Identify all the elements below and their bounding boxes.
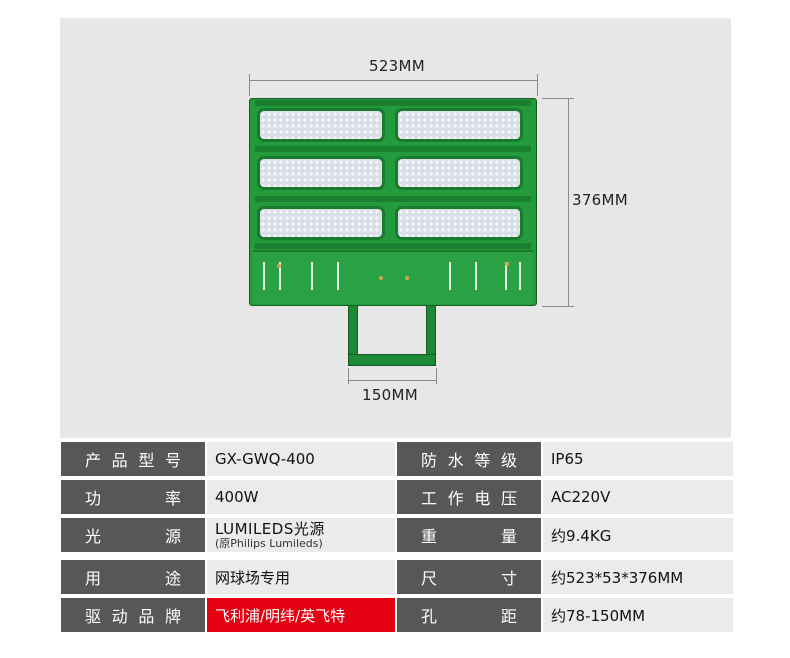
height-dimension-tick-bottom [542, 306, 574, 307]
label-char: 用 [85, 569, 102, 588]
label-char: 级 [500, 451, 517, 470]
spec-value: GX-GWQ-400 [207, 442, 395, 476]
spec-label: 功 率 [61, 480, 205, 514]
spec-value: LUMILEDS光源 (原Philips Lumileds) [207, 518, 395, 552]
bracket-dimension-line [348, 380, 436, 381]
label-char: 电 [474, 489, 491, 508]
led-module [257, 108, 385, 142]
label-char: 率 [164, 489, 181, 508]
led-module [395, 156, 523, 190]
screw [379, 276, 383, 280]
spec-label: 尺 寸 [397, 560, 541, 594]
light-source-value: LUMILEDS光源 [215, 519, 325, 538]
label-char: 孔 [421, 607, 438, 626]
label-char: 牌 [164, 607, 181, 626]
label-char: 水 [447, 451, 464, 470]
spec-row: 光 源 LUMILEDS光源 (原Philips Lumileds) 重 量 约… [61, 518, 733, 552]
label-char: 型 [138, 451, 155, 470]
vent-slot [279, 262, 281, 290]
height-dimension-tick-top [542, 98, 574, 99]
label-char: 途 [164, 569, 181, 588]
label-char: 等 [474, 451, 491, 470]
led-module [257, 156, 385, 190]
spec-value: 约78-150MM [543, 598, 733, 632]
led-module [257, 206, 385, 240]
label-char: 压 [500, 489, 517, 508]
spec-label: 用 途 [61, 560, 205, 594]
vent-slot [449, 262, 451, 290]
spec-row: 功 率 400W 工 作 电 压 AC220V [61, 480, 733, 514]
width-dimension-tick-left [249, 74, 250, 96]
led-module [395, 108, 523, 142]
label-char: 产 [85, 451, 102, 470]
fixture-bar [255, 196, 531, 202]
label-char: 品 [138, 607, 155, 626]
vent-slot [337, 262, 339, 290]
label-char: 距 [500, 607, 517, 626]
label-char: 防 [421, 451, 438, 470]
fixture-bar [255, 100, 531, 106]
driver-brand-value: 飞利浦/明纬/英飞特 [207, 598, 395, 632]
light-source-note: (原Philips Lumileds) [215, 536, 323, 550]
spec-value: IP65 [543, 442, 733, 476]
spec-label: 工 作 电 压 [397, 480, 541, 514]
spec-row: 用 途 网球场专用 尺 寸 约523*53*376MM [61, 560, 733, 594]
label-char: 号 [164, 451, 181, 470]
spec-label: 孔 距 [397, 598, 541, 632]
spec-value: 约523*53*376MM [543, 560, 733, 594]
spec-label: 驱 动 品 牌 [61, 598, 205, 632]
label-char: 重 [421, 527, 438, 546]
spec-label: 防 水 等 级 [397, 442, 541, 476]
label-char: 作 [447, 489, 464, 508]
bracket-dimension-tick-right [436, 368, 437, 384]
spec-label: 光 源 [61, 518, 205, 552]
bracket-crossbar [348, 354, 436, 366]
spec-label: 产 品 型 号 [61, 442, 205, 476]
bracket-dimension-tick-left [348, 368, 349, 384]
spec-label: 重 量 [397, 518, 541, 552]
height-dimension-line [568, 98, 569, 306]
floodlight-fixture [249, 98, 537, 306]
vent-slot [505, 262, 507, 290]
label-char: 功 [85, 489, 102, 508]
driver-housing [253, 250, 533, 304]
label-char: 源 [164, 527, 181, 546]
label-char: 动 [111, 607, 128, 626]
spec-value: 400W [207, 480, 395, 514]
label-char: 寸 [500, 569, 517, 588]
screw [277, 264, 281, 268]
fixture-bar [255, 243, 531, 249]
spec-value: AC220V [543, 480, 733, 514]
width-dimension-line [249, 80, 537, 81]
screw [405, 276, 409, 280]
label-char: 驱 [85, 607, 102, 626]
bracket-dimension-label: 150MM [362, 386, 419, 404]
label-char: 尺 [421, 569, 438, 588]
vent-slot [519, 262, 521, 290]
label-char: 工 [421, 489, 438, 508]
fixture-bar [255, 146, 531, 152]
height-dimension-label: 376MM [572, 191, 629, 209]
label-char: 品 [111, 451, 128, 470]
spec-row: 驱 动 品 牌 飞利浦/明纬/英飞特 孔 距 约78-150MM [61, 598, 733, 632]
width-dimension-label: 523MM [369, 57, 426, 75]
spec-value: 网球场专用 [207, 560, 395, 594]
spec-row: 产 品 型 号 GX-GWQ-400 防 水 等 级 IP65 [61, 442, 733, 476]
label-char: 光 [85, 527, 102, 546]
led-module [395, 206, 523, 240]
screw [505, 262, 509, 266]
vent-slot [263, 262, 265, 290]
spec-value: 约9.4KG [543, 518, 733, 552]
label-char: 量 [500, 527, 517, 546]
vent-slot [311, 262, 313, 290]
width-dimension-tick-right [537, 74, 538, 96]
vent-slot [475, 262, 477, 290]
